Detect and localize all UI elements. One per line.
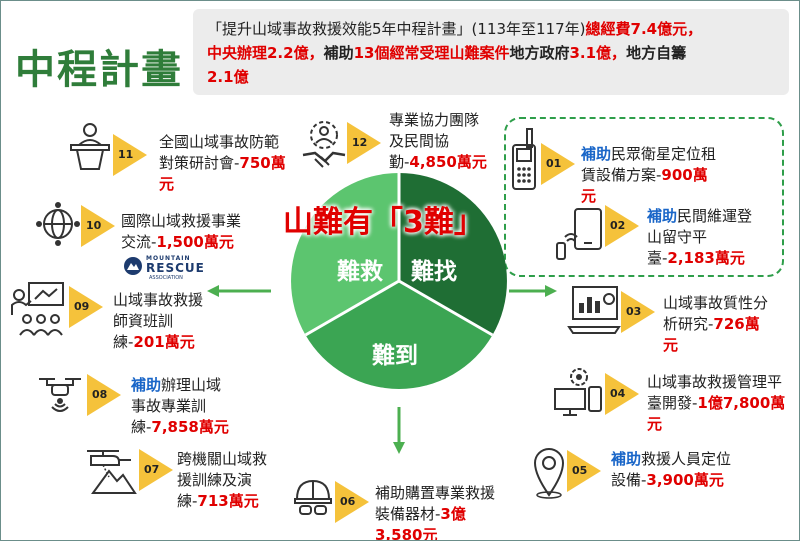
podium-speaker-icon (70, 123, 110, 170)
central-budget: 中央辦理2.2億， (207, 44, 324, 62)
marker-07 (139, 449, 173, 491)
location-pin-icon (533, 448, 565, 499)
item-number-08: 08 (92, 388, 108, 401)
total-budget: 總經費7.4億元， (585, 20, 703, 38)
item-07: 跨機關山域救援訓練及演練-713萬元 (177, 450, 268, 510)
helmet-goggles-icon (294, 479, 332, 515)
item-number-06: 06 (340, 495, 356, 508)
item-10: 國際山域救援事業交流-1,500萬元 (121, 212, 242, 251)
segment-label-find: 難找 (411, 258, 457, 285)
local-funding-label: 地方自籌 (626, 44, 687, 62)
marker-12 (347, 122, 381, 164)
item-06: 補助購置專業救援裝備器材-3億3,580元 (375, 484, 496, 541)
item-11: 全國山域事故防範對策研討會-750萬元 (159, 133, 286, 193)
item-04: 山域事故救援管理平臺開發-1億7,800萬元 (647, 373, 786, 433)
marker-02 (605, 205, 639, 247)
marker-01 (541, 143, 575, 185)
drone-icon (39, 378, 81, 412)
logo-bottom-text: ASSOCIATION (149, 275, 183, 281)
analytics-dashboard-icon (567, 286, 621, 334)
page-title: 中程計畫 (15, 47, 183, 93)
segment-label-rescue: 難救 (337, 258, 383, 285)
pie-segment-find (399, 173, 507, 335)
subsidy-amount: 3.1億， (569, 44, 627, 62)
item-number-11: 11 (118, 148, 134, 161)
local-funding-amount: 2.1億 (207, 68, 249, 86)
item-number-02: 02 (610, 219, 626, 232)
item-number-07: 07 (144, 463, 160, 476)
budget-banner: 「提升山域事故救援效能5年中程計畫」(113年至117年)總經費7.4億元， 中… (193, 9, 789, 95)
globe-network-icon (36, 202, 80, 246)
rescue-association-logo-mark (124, 257, 142, 275)
pie-segment-reach (305, 281, 493, 389)
satellite-phone-icon (512, 128, 536, 190)
mobile-signal-icon (556, 208, 602, 260)
marker-04 (605, 373, 639, 415)
item-number-05: 05 (572, 464, 588, 477)
logo-main-text: RESCUE (146, 261, 205, 275)
subsidy-target: 地方政府 (509, 44, 570, 62)
marker-11 (113, 134, 147, 176)
subsidy-count: 13個經常受理山難案件 (353, 44, 510, 62)
pie-segment-rescue (291, 173, 399, 335)
item-number-12: 12 (352, 136, 368, 149)
item-number-01: 01 (546, 157, 562, 170)
item-08: 補助辦理山域事故專業訓練-7,858萬元 (131, 376, 229, 436)
subsidy-group-frame (504, 117, 784, 277)
item-number-03: 03 (626, 305, 642, 318)
subsidy-label: 補助 (323, 44, 354, 62)
item-09: 山域事故救援師資班訓練-201萬元 (113, 291, 204, 351)
item-03: 山域事故質性分析研究-726萬元 (663, 294, 769, 354)
item-number-10: 10 (86, 219, 102, 232)
marker-03 (621, 291, 655, 333)
marker-10 (81, 205, 115, 247)
three-difficulties-pie: 難救 難找 難到 (291, 173, 507, 389)
plan-name: 「提升山域事故救援效能5年中程計畫」(113年至117年) (207, 20, 586, 38)
item-12: 專業協力團隊及民間協勤-4,850萬元 (389, 111, 487, 171)
item-number-09: 09 (74, 300, 90, 313)
item-02: 補助民間維運登山留守平臺-2,183萬元 (647, 207, 753, 267)
management-platform-icon (554, 368, 602, 416)
marker-08 (87, 374, 121, 416)
item-05: 補助救援人員定位設備-3,900萬元 (611, 450, 732, 489)
helicopter-mountain-icon (87, 450, 137, 494)
marker-06 (335, 481, 369, 523)
center-headline: 山難有「3難」 (283, 205, 484, 240)
item-number-04: 04 (610, 387, 626, 400)
logo-top-text: MOUNTAIN (146, 255, 191, 262)
marker-09 (69, 286, 103, 328)
marker-05 (567, 450, 601, 492)
classroom-training-icon (11, 282, 64, 336)
item-01: 補助民眾衛星定位租賃設備方案-900萬元 (581, 145, 717, 205)
handshake-team-icon (302, 121, 346, 168)
segment-label-reach: 難到 (372, 342, 418, 369)
